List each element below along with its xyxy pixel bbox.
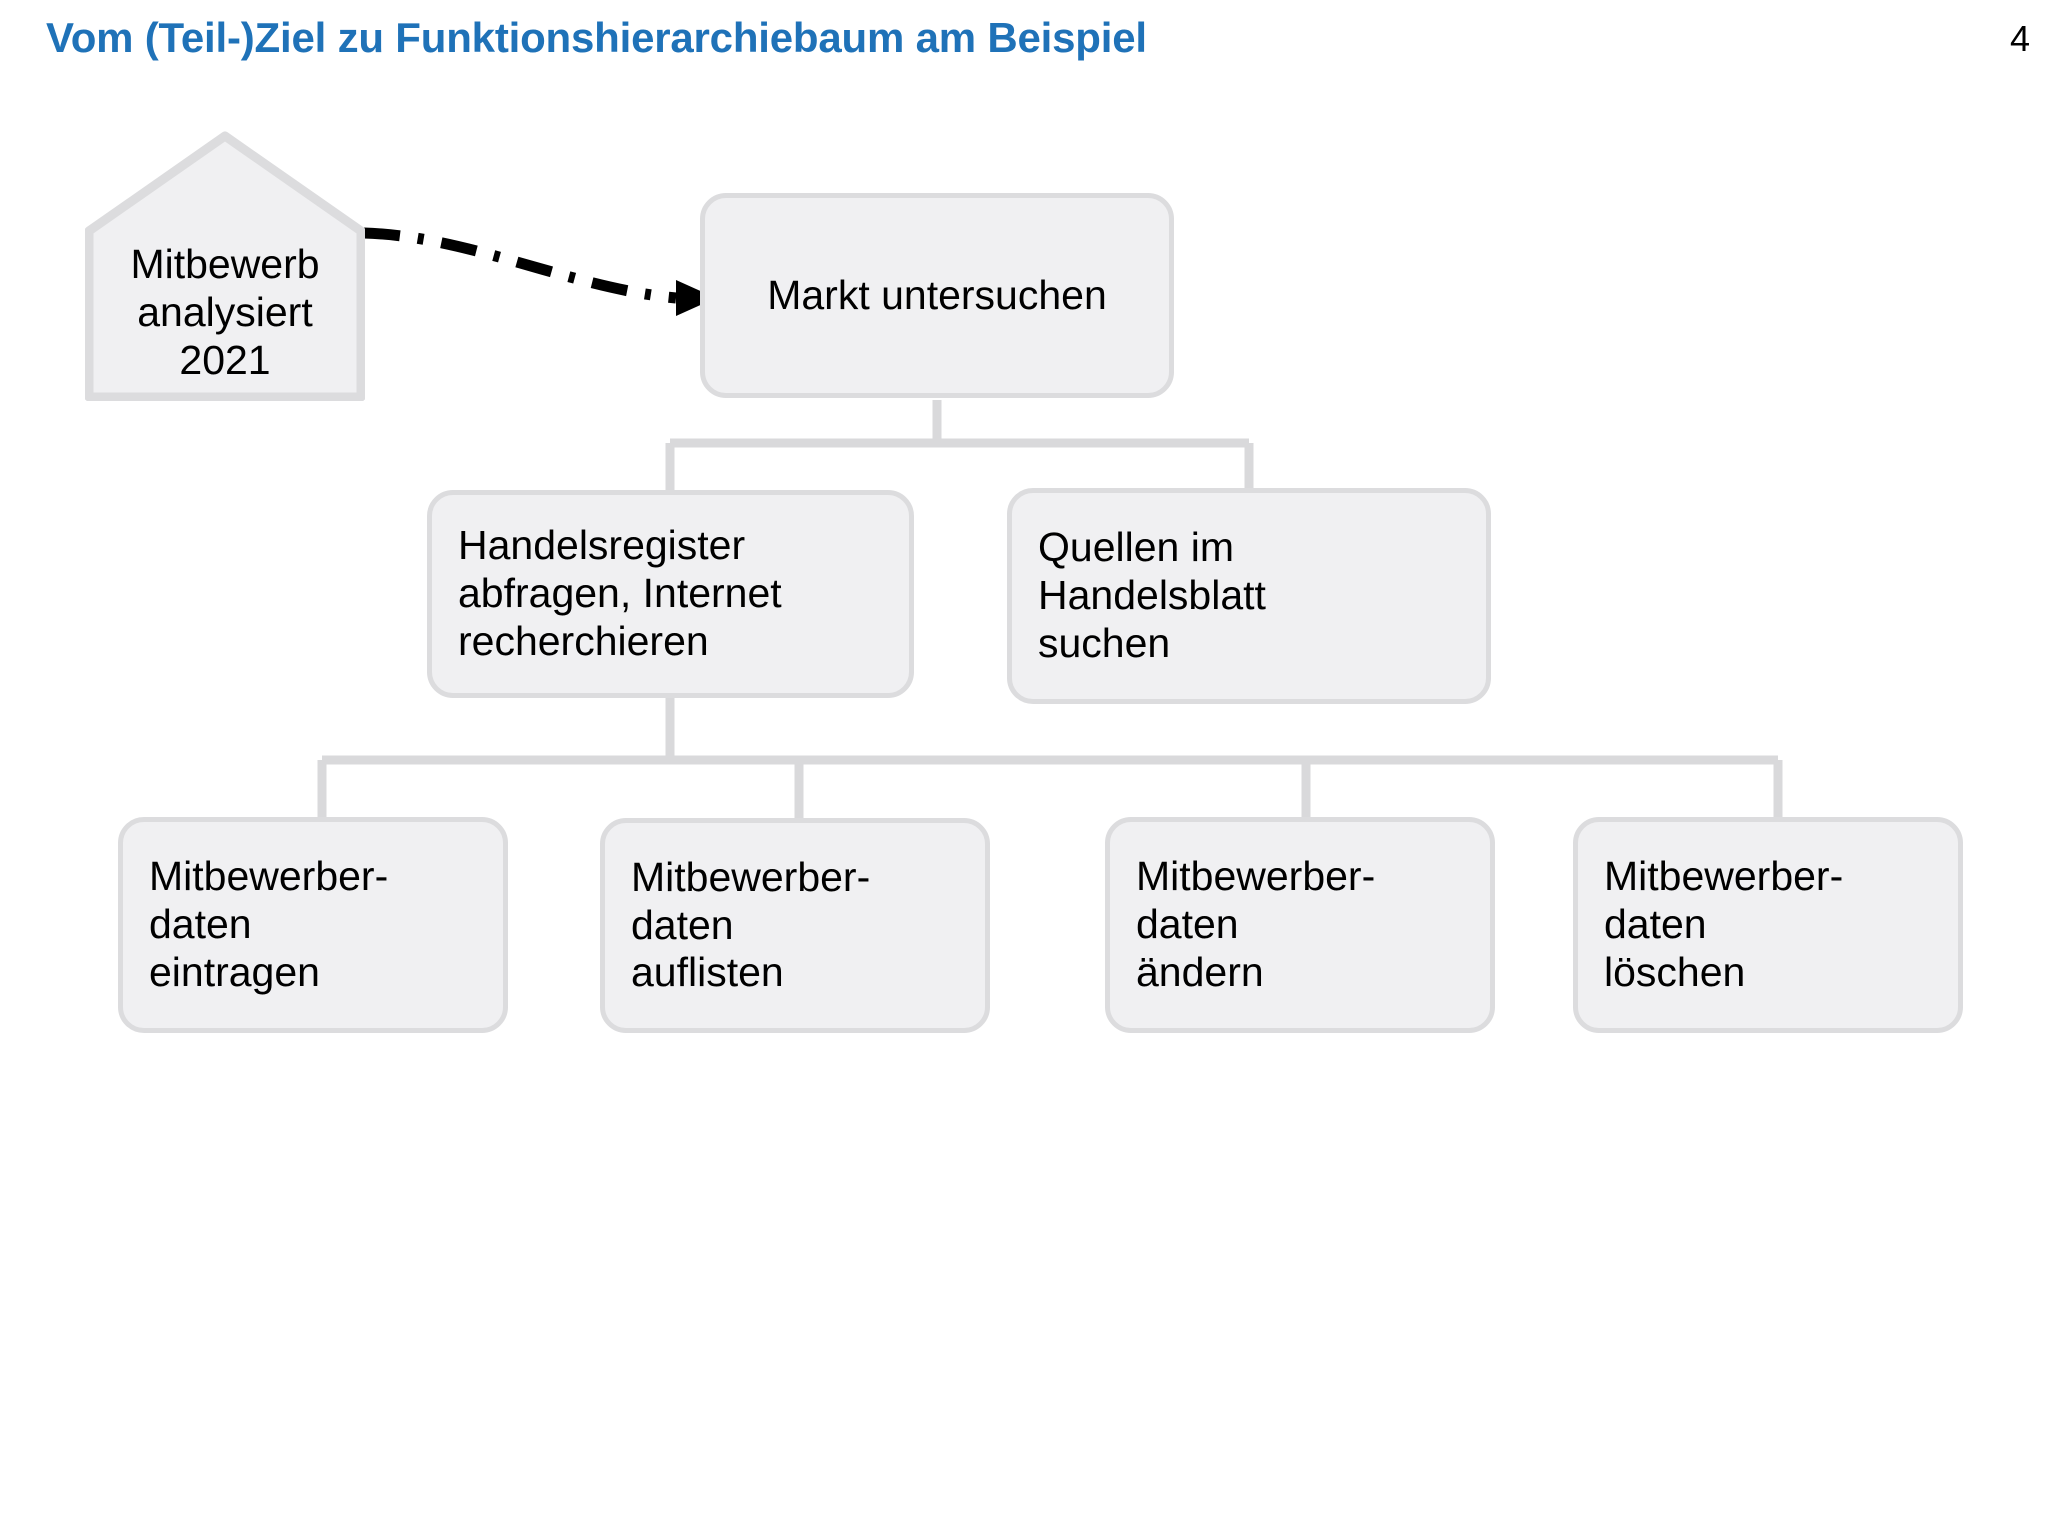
node-label: Markt untersuchen bbox=[767, 271, 1107, 318]
node-label: Mitbewerber- daten auflisten bbox=[631, 853, 871, 996]
node-label: Handelsregister abfragen, Internet reche… bbox=[458, 522, 782, 664]
page-title: Vom (Teil-)Ziel zu Funktionshierarchieba… bbox=[46, 14, 1147, 61]
goal-node-label: Mitbewerb analysiert 2021 bbox=[130, 241, 320, 384]
node-markt-untersuchen[interactable]: Markt untersuchen bbox=[700, 193, 1174, 398]
dash-dot-line bbox=[363, 227, 677, 304]
node-label: Mitbewerber- daten eintragen bbox=[149, 853, 389, 995]
node-label: Mitbewerber- daten löschen bbox=[1604, 853, 1844, 995]
node-handelsregister-abfragen[interactable]: Handelsregister abfragen, Internet reche… bbox=[427, 490, 914, 698]
goal-node-mitbewerb-analysiert[interactable]: Mitbewerb analysiert 2021 bbox=[85, 131, 365, 401]
page-number: 4 bbox=[2009, 18, 2030, 59]
node-mitbewerberdaten-eintragen[interactable]: Mitbewerber- daten eintragen bbox=[118, 817, 508, 1033]
pentagon-house-shape bbox=[85, 131, 365, 401]
node-mitbewerberdaten-auflisten[interactable]: Mitbewerber- daten auflisten bbox=[600, 818, 990, 1033]
node-quellen-handelsblatt[interactable]: Quellen im Handelsblatt suchen bbox=[1007, 488, 1491, 704]
node-label: Mitbewerber- daten ändern bbox=[1136, 853, 1376, 995]
node-mitbewerberdaten-loeschen[interactable]: Mitbewerber- daten löschen bbox=[1573, 817, 1963, 1033]
relation-goal-to-root bbox=[363, 227, 716, 316]
node-mitbewerberdaten-aendern[interactable]: Mitbewerber- daten ändern bbox=[1105, 817, 1495, 1033]
node-label: Quellen im Handelsblatt suchen bbox=[1038, 524, 1266, 666]
